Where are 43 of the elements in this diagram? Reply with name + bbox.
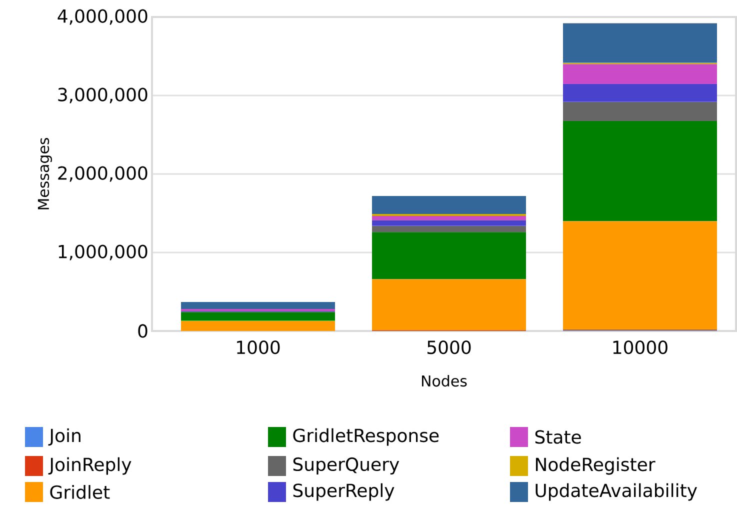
legend-label: JoinReply bbox=[48, 457, 132, 475]
legend-label: Gridlet bbox=[50, 485, 110, 499]
bar bbox=[372, 279, 526, 330]
bar bbox=[563, 64, 717, 84]
y-tick-label: 1,000,000 bbox=[58, 244, 148, 260]
bar bbox=[563, 102, 717, 121]
x-tick-label: 5000 bbox=[427, 340, 471, 354]
legend-label: NodeRegister bbox=[536, 457, 656, 475]
legend-item: UpdateAvailability bbox=[510, 482, 697, 502]
legend-label: GridletResponse bbox=[293, 428, 439, 446]
bar bbox=[372, 226, 526, 232]
bar bbox=[372, 232, 526, 280]
x-tick-label: 1000 bbox=[237, 340, 280, 354]
legend-item: State bbox=[510, 426, 581, 447]
legend-label: Join bbox=[48, 428, 80, 446]
bar bbox=[563, 23, 717, 63]
bar bbox=[372, 216, 526, 220]
legend-item: GridletResponse bbox=[268, 426, 439, 447]
x-tick-label: 10000 bbox=[613, 340, 668, 354]
legend-item: SuperQuery bbox=[268, 456, 400, 476]
bar bbox=[181, 302, 336, 310]
legend-item: Gridlet bbox=[25, 482, 110, 502]
y-tick-label: 2,000,000 bbox=[58, 166, 148, 182]
bar bbox=[181, 312, 336, 321]
bar bbox=[372, 220, 526, 226]
bar bbox=[563, 84, 717, 102]
legend-label: State bbox=[535, 430, 581, 444]
bar bbox=[563, 221, 717, 330]
legend-item: SuperReply bbox=[268, 482, 394, 502]
y-axis-title: Messages bbox=[38, 138, 52, 210]
bar bbox=[181, 320, 336, 331]
legend-label: SuperReply bbox=[293, 483, 394, 501]
legend-item: Join bbox=[25, 426, 80, 447]
legend-label: UpdateAvailability bbox=[536, 483, 698, 501]
y-tick-label: 3,000,000 bbox=[58, 88, 148, 104]
legend-label: SuperQuery bbox=[293, 457, 400, 475]
x-axis-title: Nodes bbox=[422, 375, 467, 387]
legend-item: JoinReply bbox=[25, 456, 132, 476]
bar bbox=[372, 196, 526, 214]
y-tick-label: 0 bbox=[138, 324, 148, 338]
legend-item: NodeRegister bbox=[510, 456, 656, 476]
bar bbox=[563, 120, 717, 222]
y-tick-label: 4,000,000 bbox=[58, 9, 148, 25]
